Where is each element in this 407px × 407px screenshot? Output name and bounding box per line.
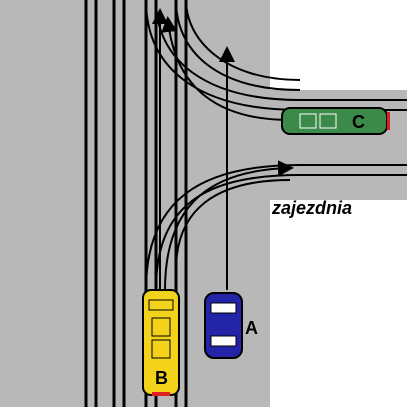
arrow-b-right (164, 160, 294, 291)
tram-b (142, 289, 180, 396)
tram-c (281, 107, 390, 135)
label-vehicle-b: B (155, 368, 168, 388)
car-a (204, 292, 243, 359)
arrow-c-left (161, 16, 291, 121)
label-depot: zajezdnia (271, 198, 352, 218)
label-vehicle-c: C (352, 112, 365, 132)
label-vehicle-a: A (245, 318, 258, 338)
direction-arrows (152, 8, 294, 291)
